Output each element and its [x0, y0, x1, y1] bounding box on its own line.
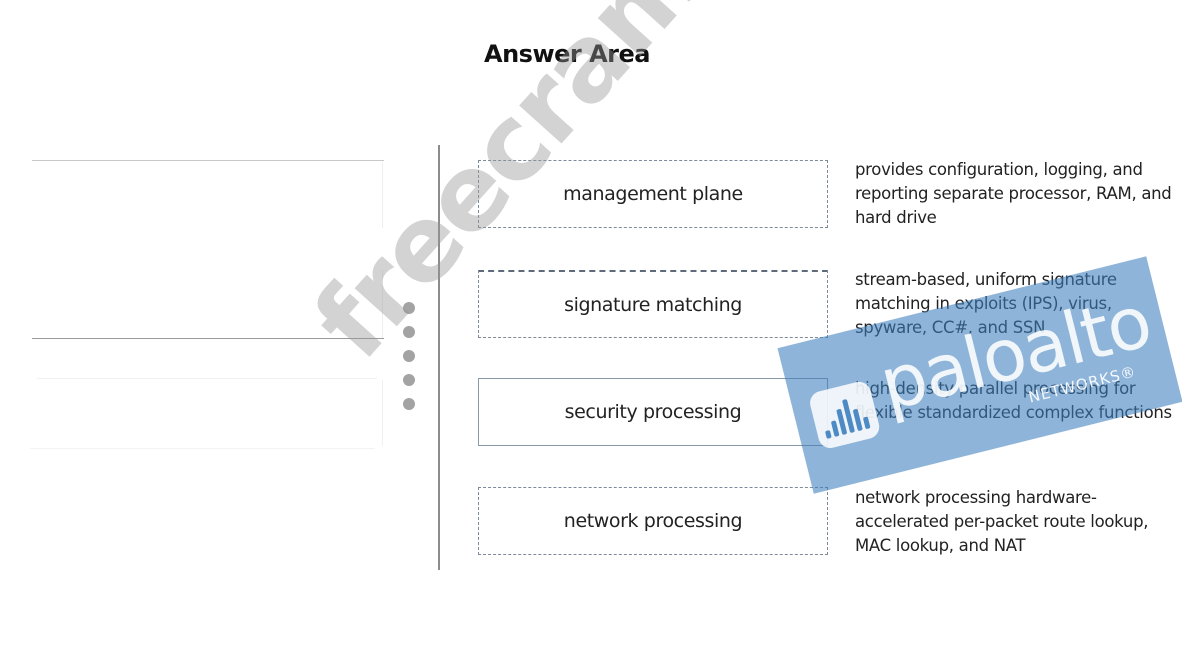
answer-slot-signature-matching[interactable]: signature matching	[478, 270, 828, 338]
answer-slot-security-processing[interactable]: security processing	[478, 378, 828, 446]
drag-handle-dots-icon[interactable]	[403, 302, 417, 422]
drag-dot[interactable]	[403, 398, 415, 410]
drag-dot[interactable]	[403, 374, 415, 386]
description-management-plane: provides configuration, logging, and rep…	[855, 160, 1172, 227]
source-item-1-right-border	[382, 162, 383, 228]
drag-dot[interactable]	[403, 302, 415, 314]
source-item-3-top-border	[37, 378, 377, 379]
source-item-1-top-border	[32, 160, 384, 161]
source-item-3-bottom-border	[30, 448, 375, 449]
drag-dot[interactable]	[403, 326, 415, 338]
drag-dot[interactable]	[403, 350, 415, 362]
answer-slot-network-processing[interactable]: network processing	[478, 487, 828, 555]
source-item-2-bottom-border	[32, 338, 384, 339]
description-signature-matching: stream-based, uniform signature matching…	[855, 270, 1117, 337]
source-item-3-right-border	[382, 380, 383, 446]
panel-divider	[438, 145, 440, 570]
answer-area-title: Answer Area	[484, 40, 650, 68]
description-network-processing: network processing hardware-accelerated …	[855, 488, 1149, 555]
description-security-processing: high-density parallel processing for fle…	[855, 379, 1172, 422]
source-item-2-right-border	[382, 270, 383, 338]
answer-slot-management-plane[interactable]: management plane	[478, 160, 828, 228]
